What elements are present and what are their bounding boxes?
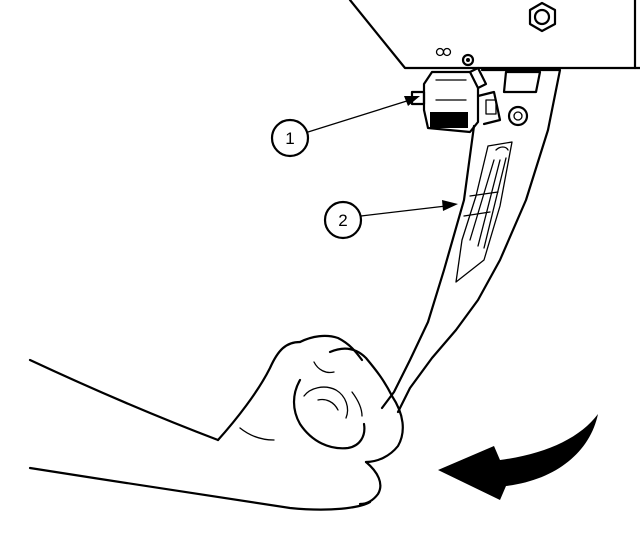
callout-1: 1: [270, 96, 420, 158]
rotation-arrow-icon: [438, 414, 598, 500]
switch: [410, 66, 502, 134]
callout-2-label: 2: [338, 211, 347, 230]
callout-1-label: 1: [285, 129, 294, 148]
nut-icon: [528, 1, 557, 33]
mounting-screws: [435, 47, 475, 67]
pedal: [380, 68, 562, 414]
callout-2: 2: [323, 200, 458, 240]
mounting-panel: [348, 0, 640, 70]
hand-illustration: [28, 334, 404, 511]
